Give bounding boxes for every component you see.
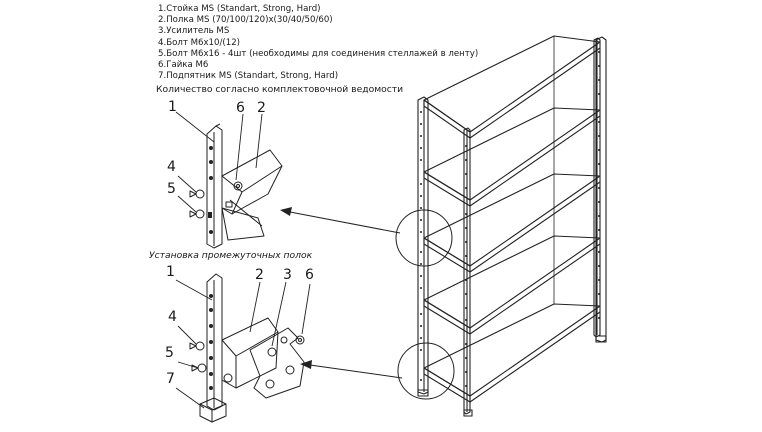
- detail-top: [189, 123, 283, 249]
- callout-top-6: 6: [236, 100, 245, 116]
- callout-bottom-5: 5: [165, 345, 174, 361]
- callout-bottom-2: 2: [255, 267, 264, 283]
- detail-circle-upper: [395, 209, 453, 267]
- quantity-note: Количество согласно комплектовочной ведо…: [156, 84, 404, 95]
- foot-right: [595, 335, 607, 343]
- detail-bottom-foot: [199, 397, 227, 423]
- detail-bottom-shelf: [221, 317, 279, 389]
- detail-bottom-reinforcement: [249, 327, 305, 399]
- shelf-3: [423, 173, 601, 273]
- detail-top-nut-6: [233, 181, 243, 191]
- parts-list-item: 2.Полка MS (70/100/120)x(30/40/50/60): [158, 15, 333, 26]
- parts-list-item: 1.Стойка MS (Standart, Strong, Hard): [158, 4, 321, 14]
- detail-top-shelf: [221, 149, 283, 241]
- callout-top-4: 4: [167, 159, 176, 175]
- parts-list: 1.Стойка MS (Standart, Strong, Hard) 2.П…: [158, 4, 478, 82]
- callout-top-5: 5: [167, 181, 176, 197]
- shelf-5: [423, 303, 601, 403]
- parts-list-item: 6.Гайка M6: [158, 60, 209, 71]
- callout-top-2: 2: [257, 100, 266, 116]
- callout-bottom-1: 1: [166, 264, 175, 280]
- upright-rear-right: [593, 37, 601, 338]
- shelving-unit: [417, 35, 607, 417]
- callout-bottom-7: 7: [166, 371, 175, 387]
- shelf-1: [423, 35, 601, 139]
- detail-top-upright: [206, 123, 223, 249]
- detail-bottom: [189, 273, 305, 423]
- parts-list-item: 3.Усилитель MS: [158, 26, 230, 37]
- callout-bottom-4: 4: [168, 309, 177, 325]
- detail-bottom-leaders: [175, 279, 311, 409]
- detail-circle-lower: [397, 342, 455, 400]
- parts-list-item: 7.Подпятник MS (Standart, Strong, Hard): [158, 71, 339, 82]
- detail-bottom-nut-6: [295, 335, 305, 345]
- callout-top-1: 1: [168, 99, 177, 115]
- callout-bottom-6: 6: [305, 267, 314, 283]
- detail-arrows: [289, 211, 403, 379]
- detail-top-bolt-5: [189, 209, 205, 219]
- shelf-2: [423, 107, 601, 207]
- intermediate-shelves-caption: Установка промежуточных полок: [149, 250, 313, 261]
- upright-holes: [420, 51, 600, 387]
- foot-rear-left: [463, 409, 473, 417]
- callout-bottom-3: 3: [283, 267, 292, 283]
- foot-front-left: [417, 389, 429, 397]
- parts-list-item: 5.Болт M6x16 - 4шт (необходимы для соеди…: [158, 48, 479, 59]
- detail-bottom-bolt-4: [189, 341, 205, 351]
- shelf-4: [423, 235, 601, 335]
- detail-top-leaders: [175, 111, 263, 213]
- detail-top-bolt-4: [189, 189, 205, 199]
- parts-list-item: 4.Болт M6x10/(12): [158, 37, 241, 48]
